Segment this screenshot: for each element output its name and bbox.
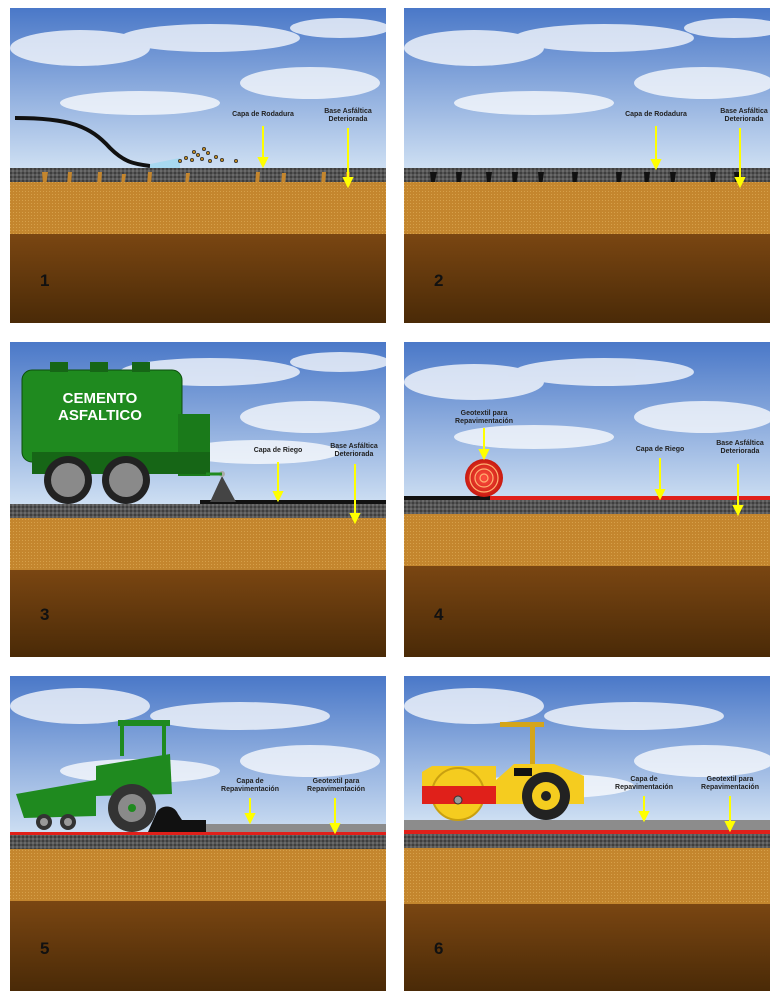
panel-6-scene <box>404 676 770 991</box>
panel-1: Capa de Rodadura Base Asfáltica Deterior… <box>10 8 386 323</box>
panel-number: 2 <box>434 271 443 291</box>
base-layer <box>404 514 770 566</box>
wearing-course <box>10 168 386 182</box>
deteriorated-base <box>10 504 386 518</box>
label-tack-coat: Capa de Riego <box>630 446 690 454</box>
panel-number: 5 <box>40 939 49 959</box>
label-wearing-course: Capa de Rodadura <box>228 111 298 119</box>
panel-4-scene <box>404 342 770 657</box>
tack-coat-uncovered <box>404 496 490 500</box>
geotextile <box>404 830 770 834</box>
tanker-label: CEMENTO ASFALTICO <box>40 390 160 424</box>
panel-5: Capa de Repavimentación Geotextil para R… <box>10 676 386 991</box>
panel-4: Geotextil para Repavimentación Capa de R… <box>404 342 770 657</box>
base-layer <box>10 849 386 901</box>
base-layer <box>10 182 386 234</box>
label-deteriorated-base: Base Asfáltica Deteriorada <box>324 443 384 459</box>
label-overlay-course: Capa de Repavimentación <box>212 778 288 794</box>
label-geotextile-roll: Geotextil para Repavimentación <box>446 410 522 426</box>
subsoil <box>404 904 770 991</box>
base-layer <box>404 848 770 904</box>
base-layer <box>404 182 770 234</box>
panel-number: 4 <box>434 605 443 625</box>
deteriorated-base <box>404 834 770 848</box>
subsoil <box>404 566 770 657</box>
label-deteriorated-base: Base Asfáltica Deteriorada <box>318 108 378 124</box>
panel-number: 3 <box>40 605 49 625</box>
label-deteriorated-base: Base Asfáltica Deteriorada <box>710 440 770 456</box>
label-wearing-course: Capa de Rodadura <box>618 111 694 119</box>
geotextile-roll <box>465 459 503 497</box>
overlay-course <box>200 824 386 832</box>
label-tack-coat: Capa de Riego <box>248 447 308 455</box>
geotextile-laid <box>490 496 770 500</box>
overlay-course <box>404 820 770 830</box>
panel-3: CEMENTO ASFALTICO Capa de Riego Base Asf… <box>10 342 386 657</box>
label-geotextile: Geotextil para Repavimentación <box>298 778 374 794</box>
panel-number: 6 <box>434 939 443 959</box>
panel-2-scene <box>404 8 770 323</box>
panel-1-scene <box>10 8 386 323</box>
geotextile <box>10 832 386 835</box>
subsoil <box>10 901 386 991</box>
base-layer <box>10 518 386 570</box>
label-geotextile: Geotextil para Repavimentación <box>692 776 768 792</box>
panel-6: Capa de Repavimentación Geotextil para R… <box>404 676 770 991</box>
subsoil <box>10 234 386 323</box>
label-deteriorated-base: Base Asfáltica Deteriorada <box>714 108 770 124</box>
deteriorated-base <box>10 835 386 849</box>
panel-2: Capa de Rodadura Base Asfáltica Deterior… <box>404 8 770 323</box>
subsoil <box>404 234 770 323</box>
label-overlay-course: Capa de Repavimentación <box>606 776 682 792</box>
panel-5-scene <box>10 676 386 991</box>
subsoil <box>10 570 386 657</box>
deteriorated-base <box>404 500 770 514</box>
panel-number: 1 <box>40 271 49 291</box>
